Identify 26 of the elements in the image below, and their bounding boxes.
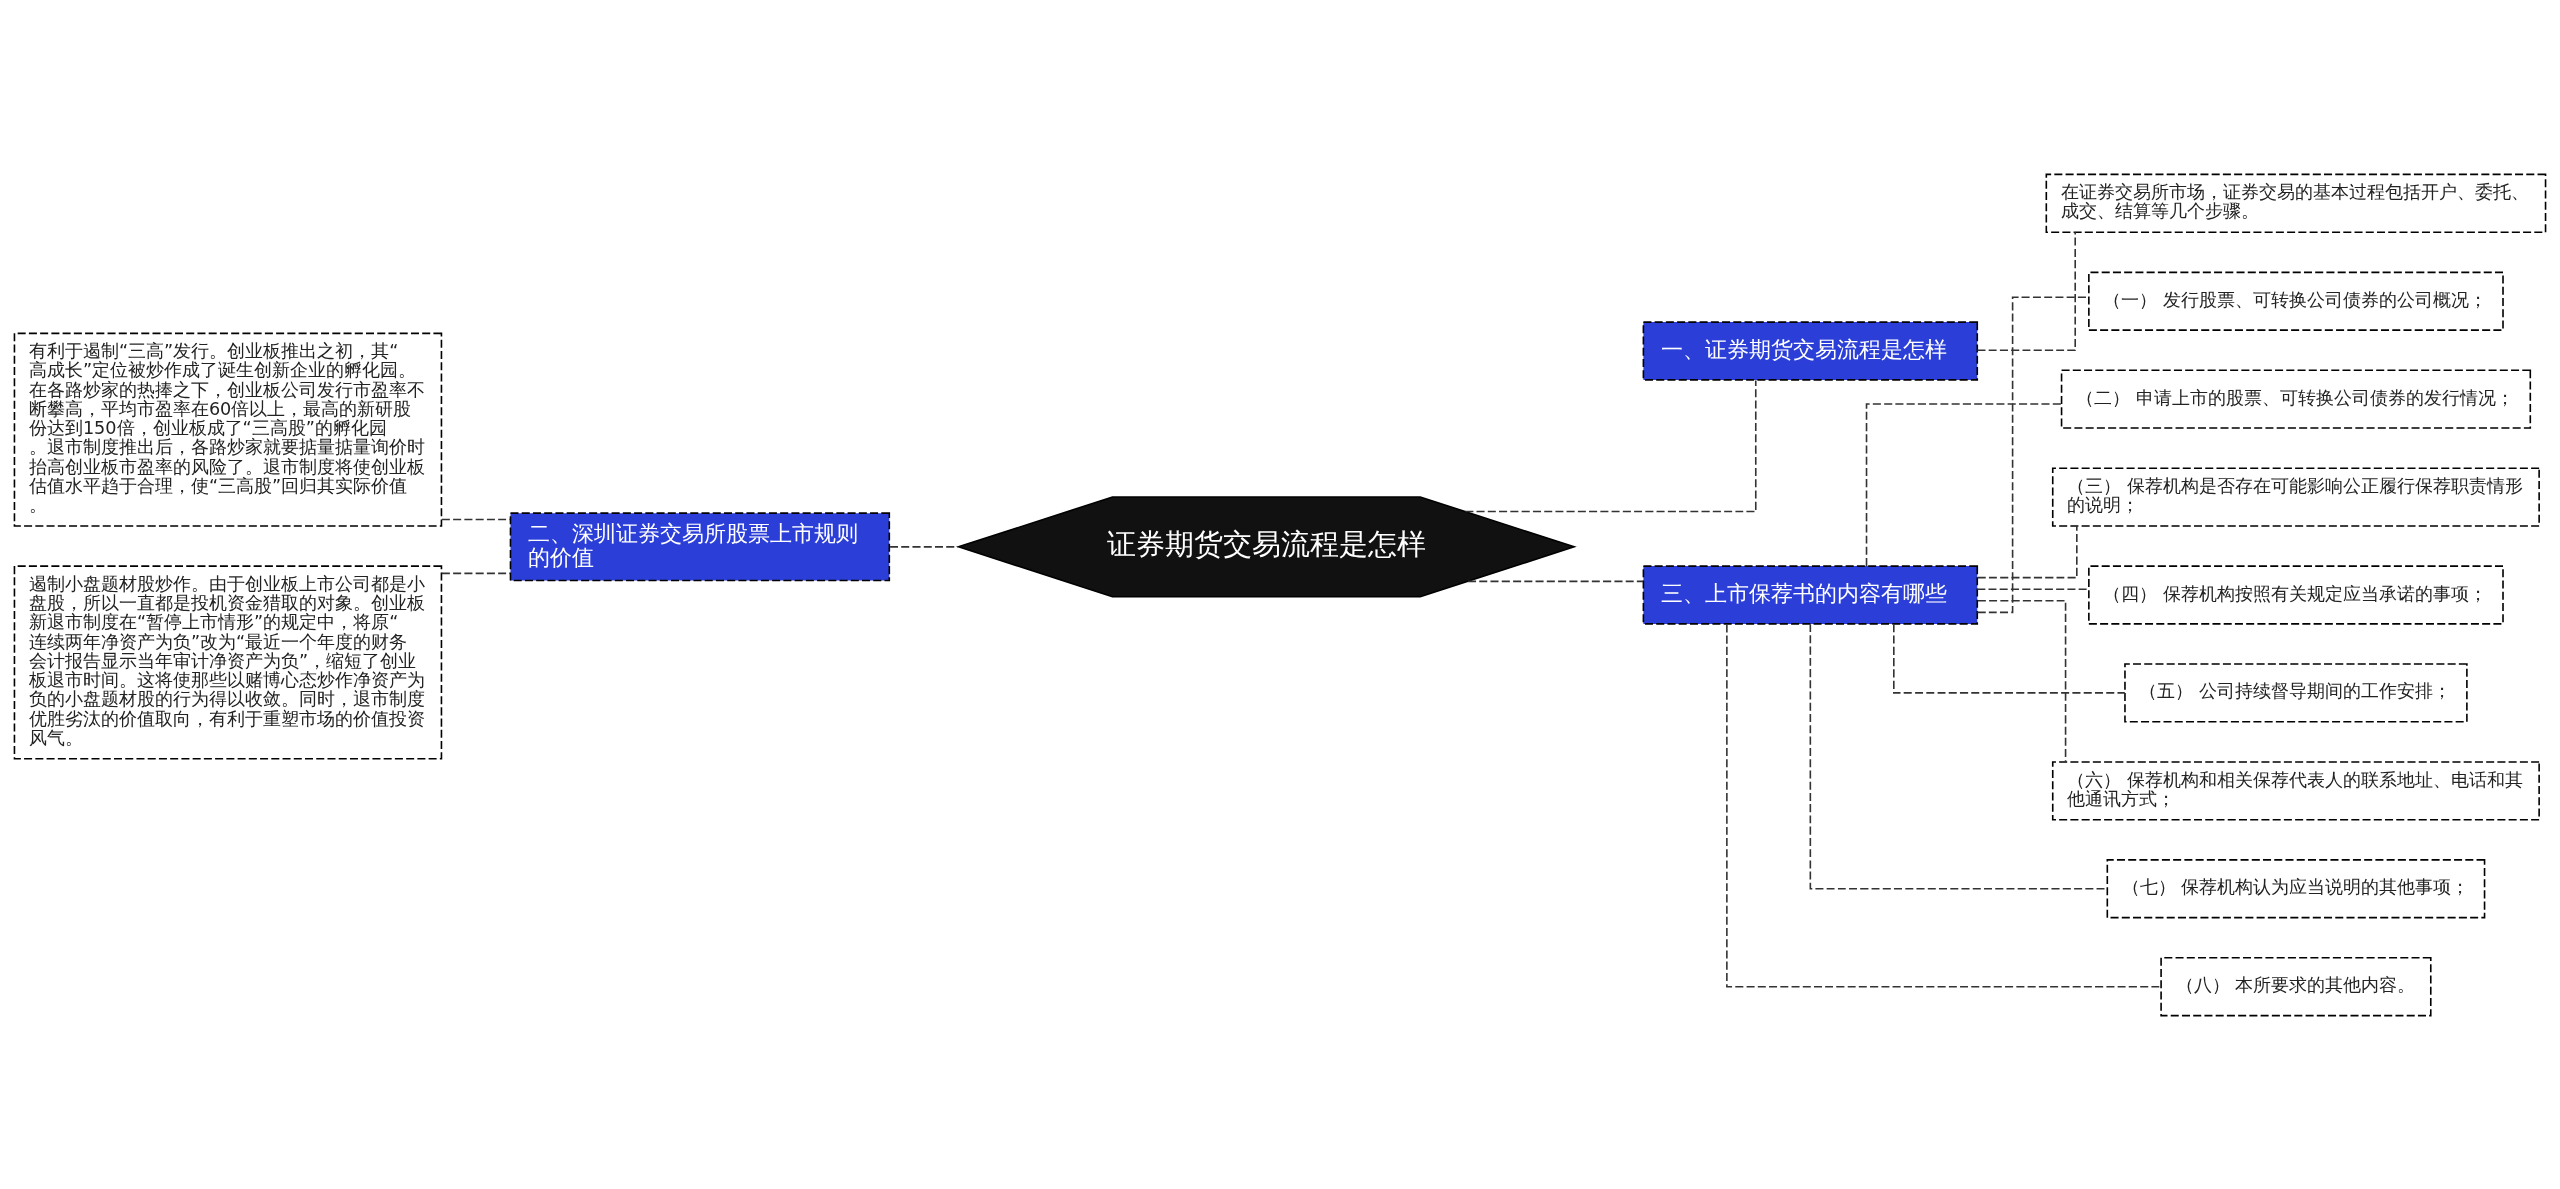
- node-box: 三、上市保荐书的内容有哪些: [1642, 564, 1979, 625]
- connector: [1464, 379, 1757, 512]
- connector: [1726, 623, 2162, 987]
- connector: [1893, 623, 2126, 694]
- connector: [1976, 599, 2067, 762]
- node-box: （一） 发行股票、可转换公司债券的公司概况；: [2088, 271, 2504, 331]
- connector: [441, 572, 511, 574]
- connector: [1976, 524, 2078, 578]
- node-box: 一、证券期货交易流程是怎样: [1642, 320, 1979, 381]
- node-box: （七） 保荐机构认为应当说明的其他事项；: [2106, 858, 2486, 918]
- node-box: （二） 申请上市的股票、可转换公司债券的发行情况；: [2060, 368, 2532, 429]
- node-box: 在证券交易所市场，证券交易的基本过程包括开户、委托、成交、结算等几个步骤。: [2045, 173, 2547, 233]
- node-box: （三） 保荐机构是否存在可能影响公正履行保荐职责情形的说明；: [2051, 466, 2540, 527]
- node-box: （五） 公司持续督导期间的工作安排；: [2124, 662, 2468, 723]
- connector: [1976, 587, 2090, 590]
- node-box: （六） 保荐机构和相关保荐代表人的联系地址、电话和其他通讯方式；: [2051, 760, 2540, 821]
- connector: [1976, 295, 2090, 613]
- node-box: （四） 保荐机构按照有关规定应当承诺的事项；: [2088, 564, 2504, 625]
- node-box: （八） 本所要求的其他内容。: [2160, 956, 2432, 1016]
- connector: [1467, 580, 1644, 582]
- connector: [1976, 231, 2076, 351]
- connector: [441, 518, 511, 520]
- node-box: 二、深圳证券交易所股票上市规则的价值: [509, 511, 891, 581]
- connector: [1865, 402, 2062, 567]
- node-box: 遏制小盘题材股炒作。由于创业板上市公司都是小盘股，所以一直都是投机资金猎取的对象。创业板新退市制度在“暂停上市情形”的规定中，将原“连续两年净资产为负”改为“最近一个年度的财务会计报告显示当年审计净资产为负”，缩短了创业板退市时间。这将使那些以赌博心态炒作净资产为负的小盘题材股的行为得以收敛。同时，退市制度优胜劣汰的价值取向，有利于重塑市场的价值投资风气。: [13, 564, 443, 760]
- node-box: 有利于遏制“三高”发行。创业板推出之初，其“高成长”定位被炒作成了诞生创新企业的孵化园。在各路炒家的热捧之下，创业板公司发行市盈率不断攀高，平均市盈率在60倍以上，最高的新研股份达到150倍，创业板成了“三高股”的孵化园。退市制度推出后，各路炒家就要掂量掂量询价时抬高创业板市盈率的风险了。退市制度将使创业板估值水平趋于合理，使“三高股”回归其实际价值。: [13, 332, 443, 527]
